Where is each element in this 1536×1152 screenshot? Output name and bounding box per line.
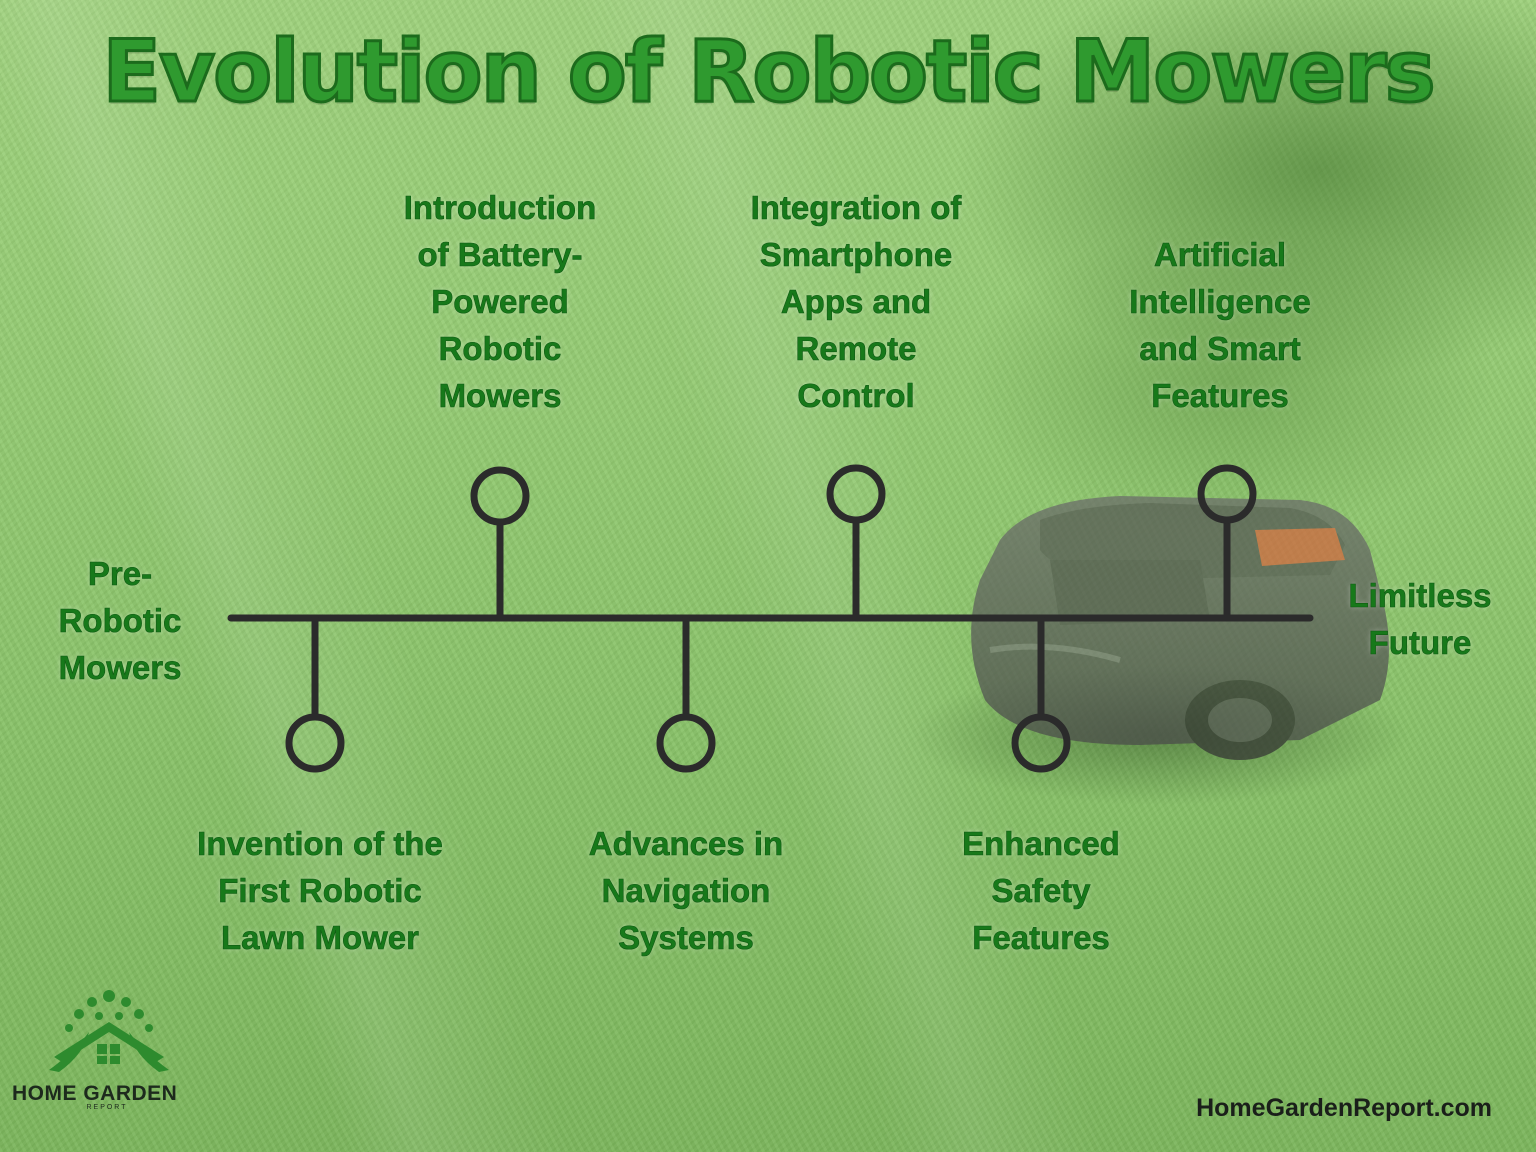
label-safety: Enhanced Safety Features (962, 825, 1120, 957)
label-navigation: Advances in Navigation Systems (588, 825, 784, 957)
label-battery: Introduction of Battery- Powered Robotic… (403, 189, 597, 415)
marker-battery (470, 466, 530, 622)
label-limitless-future: Limitless Future (1348, 577, 1492, 662)
page-title: Evolution of Robotic Mowers (101, 21, 1437, 124)
logo-name: HOME GARDEN (12, 1082, 178, 1105)
label-first-robotic: Invention of the First Robotic Lawn Mowe… (197, 825, 443, 957)
marker-navigation (656, 614, 716, 773)
label-ai: Artificial Intelligence and Smart Featur… (1129, 236, 1311, 415)
label-smartphone: Integration of Smartphone Apps and Remot… (750, 189, 962, 415)
marker-ai (1197, 464, 1257, 622)
website-url: HomeGardenReport.com (1196, 1094, 1492, 1122)
logo-subtitle: REPORT (86, 1104, 128, 1111)
marker-smartphone (826, 464, 886, 622)
marker-first-robotic (285, 614, 345, 773)
label-pre-robotic: Pre- Robotic Mowers (58, 555, 182, 687)
home-garden-logo-icon (49, 990, 169, 1072)
marker-safety (1011, 614, 1071, 773)
